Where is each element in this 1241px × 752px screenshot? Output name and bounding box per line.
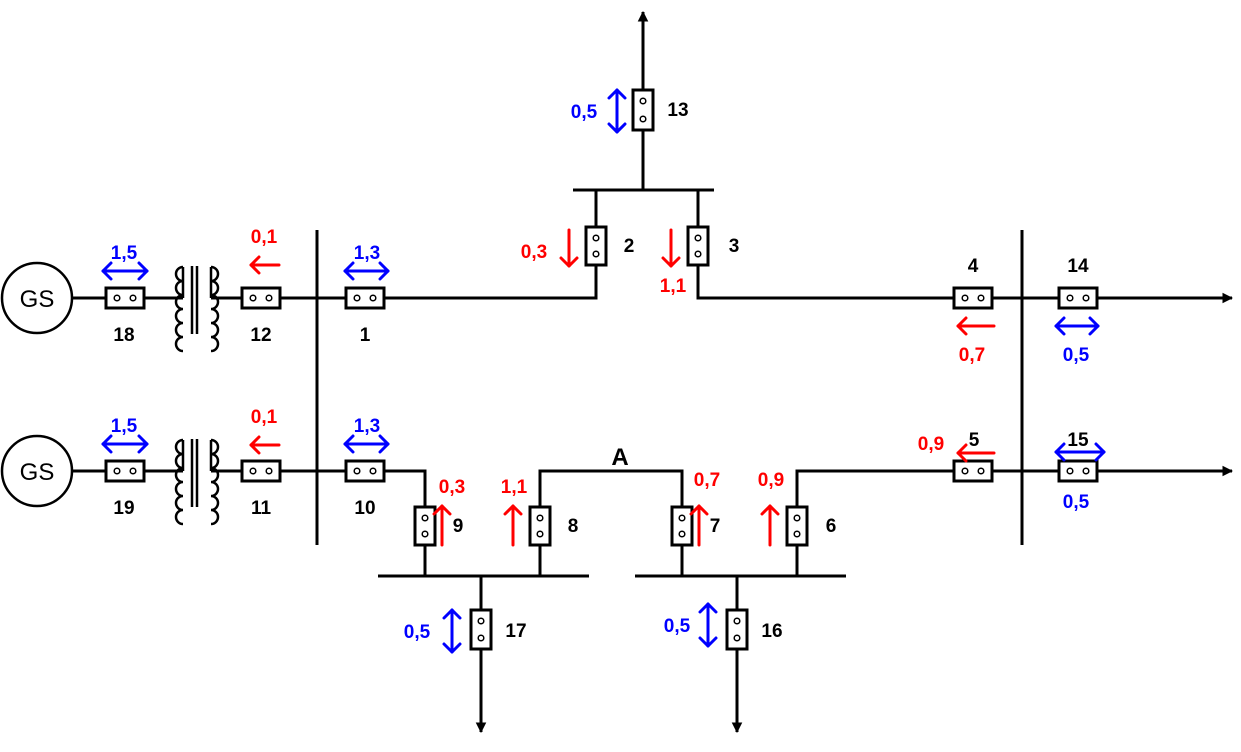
transformer-bottom xyxy=(174,438,220,526)
bidir-value-18: 1,5 xyxy=(111,243,138,264)
bidir-arrow-16 xyxy=(698,602,718,648)
bidirectional-arrows xyxy=(101,88,1106,654)
label-breaker-10: 10 xyxy=(354,498,375,519)
bidir-arrow-18 xyxy=(101,261,149,281)
breaker-7 xyxy=(670,505,694,547)
label-breaker-13: 13 xyxy=(667,100,688,121)
fault-value-6: 0,9 xyxy=(758,470,784,491)
label-breaker-19: 19 xyxy=(113,498,134,519)
lines xyxy=(72,10,1234,734)
arrow-9-up xyxy=(432,504,452,547)
generator-top: GS xyxy=(0,261,74,335)
line-6-5 xyxy=(795,469,1022,506)
bidir-value-16: 0,5 xyxy=(664,616,691,637)
arrow-12-left xyxy=(249,255,281,275)
breaker-15 xyxy=(1057,459,1099,483)
breaker-18 xyxy=(104,286,146,310)
transformer-top xyxy=(174,265,220,353)
breaker-17 xyxy=(469,608,493,651)
breaker-4 xyxy=(952,286,994,310)
bidir-arrow-14 xyxy=(1054,316,1100,336)
breakers xyxy=(104,88,1099,651)
label-breaker-11: 11 xyxy=(251,498,272,519)
breaker-8 xyxy=(528,505,552,547)
breaker-13 xyxy=(631,88,655,132)
fault-value-5: 0,9 xyxy=(918,434,944,455)
line-1-2 xyxy=(317,265,598,300)
label-breaker-5: 5 xyxy=(969,430,980,451)
fault-value-11: 0,1 xyxy=(251,407,278,428)
label-breaker-14: 14 xyxy=(1067,256,1089,277)
breaker-2 xyxy=(584,225,608,267)
label-breaker-17: 17 xyxy=(505,621,526,642)
fault-value-12: 0,1 xyxy=(251,227,278,248)
arrow-2-down xyxy=(559,228,579,268)
bidir-arrow-17 xyxy=(442,608,462,654)
breaker-9 xyxy=(413,505,437,547)
arrow-3-down xyxy=(661,228,681,268)
bidir-arrow-10 xyxy=(343,434,390,454)
fault-value-7: 0,7 xyxy=(694,470,720,491)
arrow-11-left xyxy=(249,435,281,455)
fault-value-9: 0,3 xyxy=(439,477,465,498)
breaker-14 xyxy=(1057,286,1099,310)
generator-bottom: GS xyxy=(0,434,74,508)
bidir-value-10: 1,3 xyxy=(354,416,380,437)
bidir-value-14: 0,5 xyxy=(1063,345,1090,366)
breaker-10 xyxy=(344,459,386,483)
line-8-A-7 xyxy=(538,469,684,506)
arrow-8-up xyxy=(503,504,523,547)
label-breaker-4: 4 xyxy=(968,256,979,277)
generator-bottom-label: GS xyxy=(20,459,55,486)
fault-value-3: 1,1 xyxy=(660,276,687,297)
fault-value-2: 0,3 xyxy=(521,242,547,263)
label-breaker-7: 7 xyxy=(710,516,721,537)
fault-value-4: 0,7 xyxy=(959,345,985,366)
node-label-a: A xyxy=(611,444,628,471)
label-breaker-2: 2 xyxy=(624,236,635,257)
arrow-4-left xyxy=(956,316,996,336)
label-breaker-16: 16 xyxy=(761,621,782,642)
breaker-19 xyxy=(104,459,146,483)
bidir-value-13: 0,5 xyxy=(571,102,598,123)
bidir-value-17: 0,5 xyxy=(404,622,431,643)
breaker-11 xyxy=(240,459,282,483)
bidir-arrow-19 xyxy=(101,434,149,454)
arrow-7-up xyxy=(689,504,709,547)
breaker-1 xyxy=(344,286,386,310)
label-breaker-6: 6 xyxy=(826,516,837,537)
generator-top-label: GS xyxy=(20,286,55,313)
label-breaker-18: 18 xyxy=(113,325,134,346)
arrow-5-left xyxy=(956,443,996,463)
bidir-arrow-15 xyxy=(1054,442,1106,462)
fault-value-8: 1,1 xyxy=(501,477,528,498)
label-breaker-9: 9 xyxy=(453,516,464,537)
fault-value-labels: 0,1 0,1 0,3 1,1 0,7 0,9 0,3 1,1 0,7 0,9 xyxy=(251,227,985,498)
bidir-value-labels: 1,5 1,3 1,5 1,3 0,5 0,5 0,5 0,5 0,5 xyxy=(111,102,1090,643)
label-breaker-8: 8 xyxy=(568,516,579,537)
label-breaker-15: 15 xyxy=(1067,430,1089,451)
breaker-12 xyxy=(240,286,282,310)
breaker-number-labels: 18 12 1 19 11 10 2 3 13 4 14 5 15 9 8 7 … xyxy=(113,100,1089,642)
label-breaker-12: 12 xyxy=(250,325,271,346)
line-3-4 xyxy=(696,265,1022,300)
bidir-arrow-1 xyxy=(343,261,390,281)
bidir-value-15: 0,5 xyxy=(1063,492,1090,513)
bidir-value-19: 1,5 xyxy=(111,416,138,437)
breaker-5 xyxy=(952,459,994,483)
directional-arrows xyxy=(249,228,996,547)
arrow-6-up xyxy=(760,504,780,547)
label-breaker-1: 1 xyxy=(360,325,371,346)
bidir-value-1: 1,3 xyxy=(354,243,380,264)
bidir-arrow-13 xyxy=(607,88,627,134)
breaker-3 xyxy=(686,225,710,267)
label-breaker-3: 3 xyxy=(729,236,740,257)
breaker-6 xyxy=(785,505,809,547)
breaker-16 xyxy=(725,608,749,651)
